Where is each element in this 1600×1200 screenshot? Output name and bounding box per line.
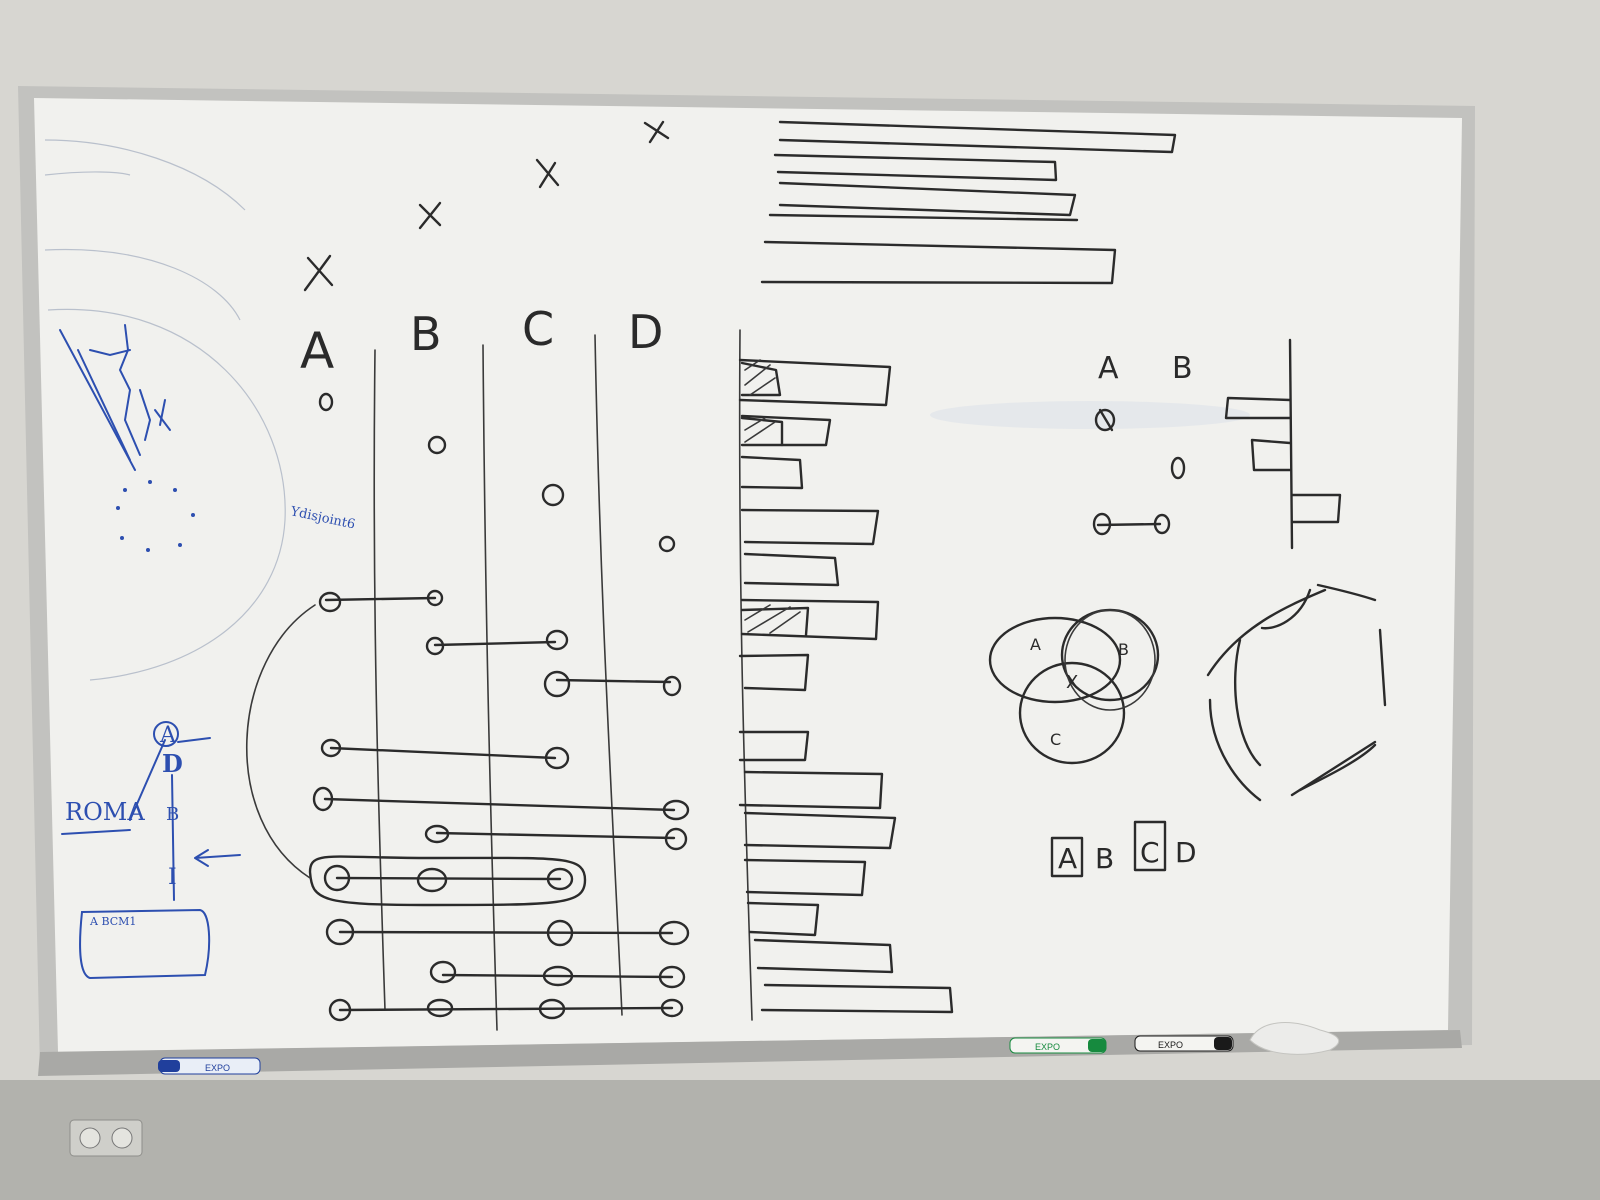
venn-label-x: X — [1066, 672, 1078, 693]
blue-letter-d: D — [162, 749, 183, 778]
power-outlet — [69, 1119, 143, 1157]
radial-sketch — [1206, 583, 1387, 802]
venn-sketch — [988, 608, 1160, 765]
black-marker[interactable]: EXPO — [1134, 1035, 1234, 1052]
blue-letter-i: I — [168, 865, 177, 890]
whiteboard-surface — [34, 98, 1462, 1052]
boxed-letter-a: A — [1058, 842, 1077, 875]
black-marker-label: EXPO — [1158, 1040, 1183, 1050]
column-header-d: D — [628, 305, 663, 359]
overlay-header-a: A — [1098, 351, 1119, 386]
bar-column-sketch — [738, 358, 954, 1014]
column-header-b: B — [410, 307, 442, 361]
column-header-a: A — [300, 322, 334, 380]
overlay-mini-sketch — [930, 338, 1342, 550]
single-nodes — [318, 392, 676, 553]
overlay-header-b: B — [1172, 351, 1193, 386]
column-header-c: C — [522, 302, 554, 356]
blue-bracket-sketch — [79, 721, 241, 980]
x-markers — [303, 120, 670, 292]
wall-lower — [0, 1080, 1600, 1200]
venn-label-c: C — [1050, 730, 1061, 749]
blue-marker[interactable]: EXPO — [158, 1057, 261, 1075]
green-marker-label: EXPO — [1035, 1042, 1060, 1052]
venn-label-b: B — [1118, 640, 1129, 659]
venn-label-a: A — [1030, 635, 1041, 654]
erased-arcs — [44, 139, 286, 681]
boxed-letter-b: B — [1095, 842, 1114, 875]
top-bar-sketch — [760, 120, 1177, 285]
eraser-cloth[interactable] — [1249, 1022, 1340, 1055]
blue-box-text: A BCM1 — [89, 915, 136, 928]
green-marker[interactable]: EXPO — [1009, 1037, 1107, 1054]
boxed-letter-c: C — [1140, 836, 1160, 869]
blue-tree-sketch — [59, 324, 195, 552]
boxed-letter-d: D — [1175, 836, 1197, 869]
boxed-letters — [1050, 820, 1167, 878]
node-links — [246, 589, 690, 1022]
blue-marker-label: EXPO — [205, 1063, 230, 1073]
blue-note-roma: ROMA — [65, 798, 145, 826]
